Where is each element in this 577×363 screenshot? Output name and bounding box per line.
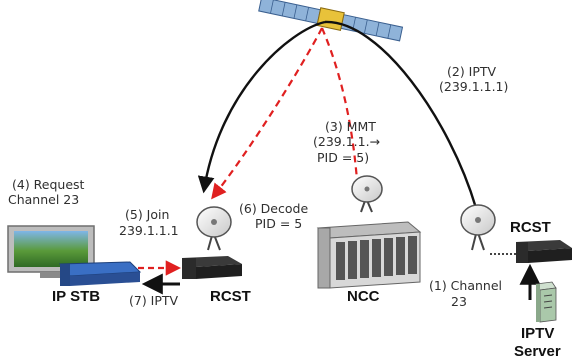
- server-icon: [535, 281, 557, 323]
- step3-label-line2: (239.1.1.→: [313, 134, 380, 149]
- step7-label: (7) IPTV: [129, 293, 179, 308]
- iptv-server-label-line1: IPTV: [521, 325, 554, 342]
- step2-label-line2: (239.1.1.1): [439, 79, 508, 94]
- rcst-left-label: RCST: [210, 288, 251, 305]
- step2-label-line1: (2) IPTV: [447, 64, 497, 79]
- iptv-server-label-line2: Server: [514, 343, 561, 360]
- rcst-right-label: RCST: [510, 219, 551, 236]
- rcst-modem-icon: [182, 256, 242, 279]
- dashed-path-to-ncc: [320, 27, 359, 181]
- step5-label-line2: 239.1.1.1: [119, 223, 179, 238]
- solid-path-left: [197, 20, 326, 194]
- step6-label-line2: PID = 5: [255, 216, 302, 231]
- satellite-dish-icon: [196, 206, 232, 251]
- ncc-rack-icon: [316, 221, 422, 289]
- satellite-icon: [258, 0, 404, 42]
- set-top-box-icon: [58, 261, 142, 286]
- satellite-dish-icon: [351, 175, 383, 213]
- satellite-dish-icon: [460, 204, 496, 251]
- rcst-modem-icon: [516, 240, 572, 263]
- tv-icon: [7, 225, 95, 278]
- step4-label-line2: Channel 23: [8, 192, 79, 207]
- step3-label-line1: (3) MMT: [325, 119, 376, 134]
- step1-label-line2: 23: [451, 294, 467, 309]
- step3-label-line3: PID = 5): [317, 150, 369, 165]
- ncc-label: NCC: [347, 288, 380, 305]
- step4-label-line1: (4) Request: [12, 177, 85, 192]
- solid-path-right: [324, 20, 478, 209]
- step1-label-line1: (1) Channel: [429, 278, 502, 293]
- ip-stb-label: IP STB: [52, 288, 100, 305]
- step5-label-line1: (5) Join: [125, 207, 169, 222]
- dashed-path-to-rcst: [211, 27, 323, 200]
- step6-label-line1: (6) Decode: [239, 201, 308, 216]
